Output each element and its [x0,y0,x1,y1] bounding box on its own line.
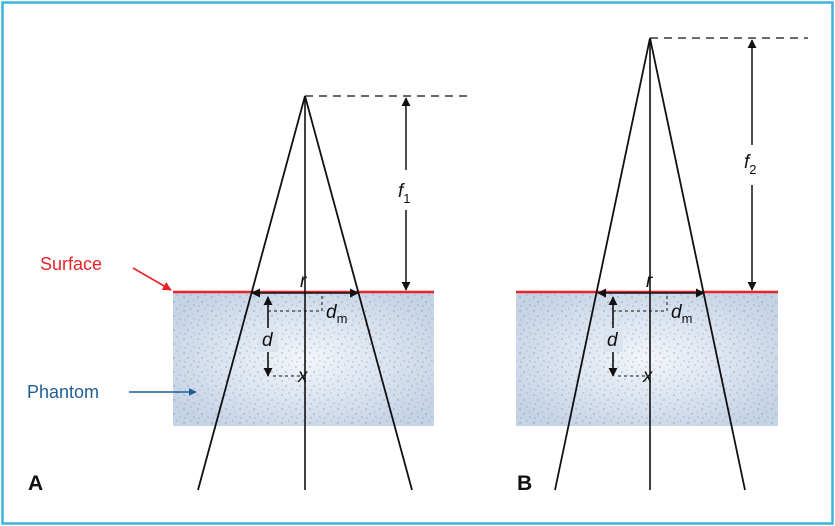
beam-edge-right-b [649,37,746,491]
phantom-texture-b [516,292,778,426]
r-label-a: r [300,271,307,292]
f2-label: f2 [744,152,757,177]
dmax-bracket-a [268,295,323,312]
phantom-label: Phantom [27,382,99,402]
d-label-bg-a [258,328,278,352]
panel-letter-b: B [517,472,532,495]
surface-pointer-arrow [132,267,172,291]
f1-label-bg [394,170,422,210]
panel-a: f1 r dm d x A [28,95,468,495]
d-label-bg-b [603,328,623,352]
panel-b: f2 r dm d x B [516,37,808,495]
d-label-a: d [262,330,274,351]
dm-label-b: dm [671,302,692,326]
dmax-bracket-b [613,295,668,312]
dm-label-a: dm [326,302,347,326]
f2-label-bg [740,145,768,185]
d-label-b: d [607,330,619,351]
x-label-b: x [642,366,654,387]
panel-letter-a: A [28,472,43,495]
r-label-b: r [646,271,653,292]
beam-edge-left-b [554,37,651,491]
surface-label: Surface [40,254,102,274]
phantom-texture-a [173,292,434,426]
f1-label: f1 [398,181,411,206]
x-label-a: x [297,366,309,387]
callouts: Surface Phantom [27,254,197,402]
